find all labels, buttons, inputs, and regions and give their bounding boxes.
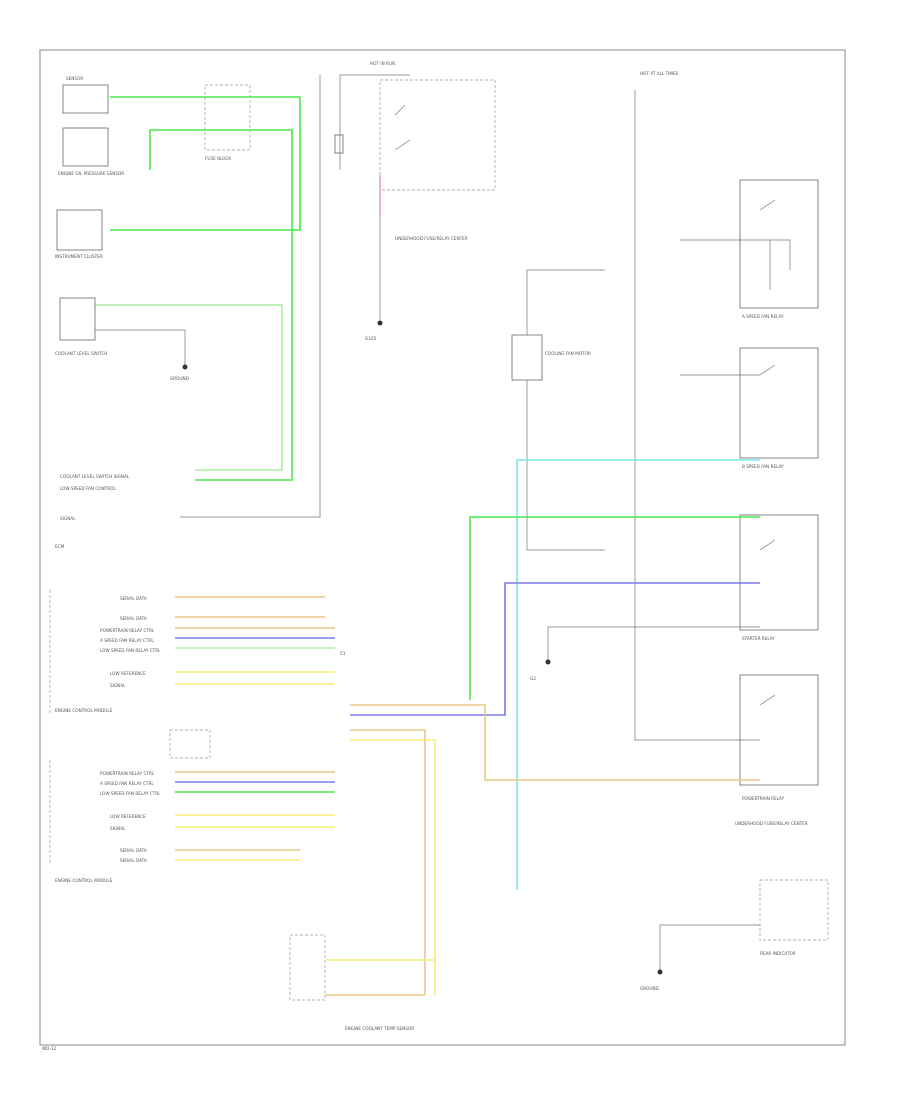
instrument-cluster-label: INSTRUMENT CLUSTER xyxy=(55,254,103,259)
rear-indicator-label: REAR INDICATOR xyxy=(760,951,796,956)
low-reference-label-1: LOW REFERENCE xyxy=(110,671,146,676)
powertrain-relay-ctrl-label: POWERTRAIN RELAY CTRL xyxy=(100,628,155,633)
signal-label-top: SIGNAL xyxy=(60,516,76,521)
ecm-bottom-label: ENGINE CONTROL MODULE xyxy=(55,878,113,883)
fuse-symbol xyxy=(334,134,344,154)
relay-switch xyxy=(394,104,411,151)
wire-green-mid xyxy=(469,516,760,700)
powertrain-relay-ctrl-label-2: POWERTRAIN RELAY CTRL xyxy=(100,771,155,776)
serial-data-label-1: SERIAL DATA xyxy=(120,596,147,601)
fan-motor-wire-down xyxy=(526,380,605,551)
b-speed-relay-box xyxy=(739,347,819,459)
ground-dot-mid xyxy=(545,659,551,665)
wire-ground-mid xyxy=(547,626,760,660)
powertrain-relay-label: POWERTRAIN RELAY xyxy=(742,796,785,801)
underhood-label-right: UNDERHOOD FUSE/RELAY CENTER xyxy=(735,821,808,826)
wire-light-blue xyxy=(516,459,760,890)
starter-relay-box xyxy=(739,514,819,631)
rear-indicator-box xyxy=(759,879,829,941)
coolant-level-label: COOLANT LEVEL SWITCH xyxy=(55,351,107,356)
fuse-block-box xyxy=(204,84,251,151)
coolant-level-signal-label: COOLANT LEVEL SWITCH SIGNAL xyxy=(60,474,130,479)
bundle-tan-down xyxy=(350,729,426,995)
wire-blue xyxy=(350,582,760,716)
low-speed-fan-control-label: LOW SPEED FAN CONTROL xyxy=(60,486,116,491)
signal-label-1: SIGNAL xyxy=(110,683,126,688)
bottom-ground-label: GROUND xyxy=(640,986,659,991)
right-bus-vertical xyxy=(634,90,760,741)
ground-dot-bottom xyxy=(657,969,663,975)
fan-motor-label: COOLING FAN MOTOR xyxy=(545,351,591,356)
a-speed-ctrl-label: A SPEED FAN RELAY CTRL xyxy=(100,638,154,643)
left-ground-label: GROUND xyxy=(170,376,189,381)
ecm-top-label: ECM xyxy=(55,544,65,549)
low-reference-label-2: LOW REFERENCE xyxy=(110,814,146,819)
connector-note-mid: C1 xyxy=(340,651,346,656)
serial-data-label-2: SERIAL DATA xyxy=(120,616,147,621)
ground-g2-label: G2 xyxy=(530,676,536,681)
page-tag: WD-12 xyxy=(42,1046,57,1051)
wire-hot-run xyxy=(339,74,410,170)
coolant-level-switch-box xyxy=(59,297,96,341)
powertrain-relay-box xyxy=(739,674,819,786)
serial-data-label-4: SERIAL DATA xyxy=(120,858,147,863)
b-speed-relay-label: B SPEED FAN RELAY xyxy=(742,464,784,469)
relay-center-box xyxy=(379,79,496,191)
serial-data-label-3: SERIAL DATA xyxy=(120,848,147,853)
starter-relay-label: STARTER RELAY xyxy=(742,636,775,641)
ground-dot-left xyxy=(182,364,188,370)
small-connector xyxy=(169,729,211,759)
starter-relay-switch xyxy=(759,539,776,551)
wire-coolant-ground xyxy=(95,329,186,365)
wire-tan xyxy=(350,704,760,781)
signal-label-2: SIGNAL xyxy=(110,826,126,831)
engine-oil-pressure-box xyxy=(62,84,109,114)
underhood-label-center: UNDERHOOD FUSE/RELAY CENTER xyxy=(395,236,468,241)
ground-label-center: G105 xyxy=(365,336,377,341)
right-bus-2 xyxy=(680,239,791,270)
oil-pressure-box-2 xyxy=(62,127,109,167)
b-relay-switch xyxy=(680,364,776,376)
fan-motor-wire-up xyxy=(526,269,605,335)
wire-light-green-3 xyxy=(95,304,283,471)
coolant-temp-label: ENGINE COOLANT TEMP SENSOR xyxy=(345,1026,414,1031)
a-speed-relay-box xyxy=(739,179,819,309)
low-speed-ctrl-label-2: LOW SPEED FAN RELAY CTRL xyxy=(100,791,161,796)
a-speed-relay-label: A SPEED FAN RELAY xyxy=(742,314,784,319)
a-speed-ctrl-label-2: A SPEED FAN RELAY CTRL xyxy=(100,781,154,786)
fuse-block-label: FUSE BLOCK xyxy=(205,156,231,161)
bundle-yellow-down xyxy=(350,739,436,995)
wire-rear-ground xyxy=(659,924,760,970)
powertrain-relay-switch xyxy=(759,694,776,706)
fan-motor-box xyxy=(511,334,543,381)
coolant-temp-box xyxy=(56,209,103,251)
diagram-frame xyxy=(39,49,846,1046)
ecm-mid-label: ENGINE CONTROL MODULE xyxy=(55,708,113,713)
hot-run-label: HOT IN RUN xyxy=(370,61,395,66)
wire-green-2 xyxy=(149,129,293,481)
engine-oil-pressure-label: ENGINE OIL PRESSURE SENSOR xyxy=(58,171,124,176)
a-relay-switch xyxy=(759,199,776,290)
wire-green-1 xyxy=(110,96,301,231)
low-speed-ctrl-label: LOW SPEED FAN RELAY CTRL xyxy=(100,648,161,653)
ground-dot-center xyxy=(377,320,383,326)
hot-all-label: HOT AT ALL TIMES xyxy=(640,71,679,76)
coolant-temp-sensor-box xyxy=(289,934,326,1001)
sensor-left-label: SENSOR xyxy=(66,76,83,81)
